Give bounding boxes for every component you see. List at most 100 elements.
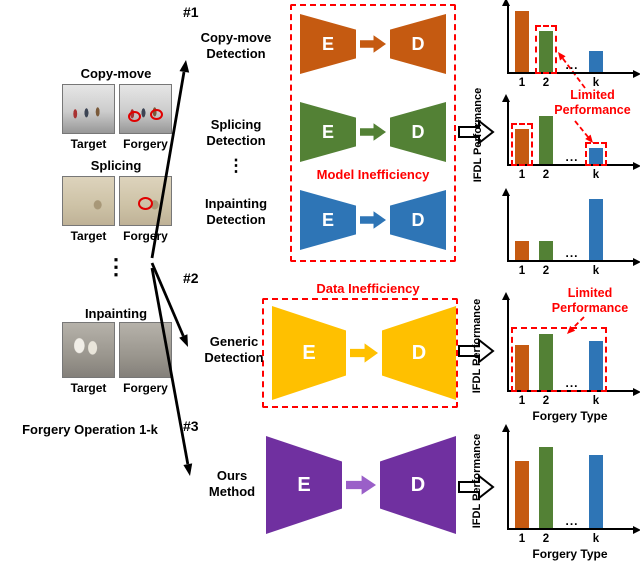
bars-ellipsis: ... — [565, 514, 579, 528]
x-axis-arrow-icon — [633, 388, 640, 396]
performance-chart-inpainting: ... — [502, 188, 640, 266]
x-axis-arrow-icon — [633, 70, 640, 78]
chart-2-ticks: 1 2 k — [509, 169, 635, 183]
performance-chart-generic: ... — [502, 292, 640, 396]
tick-2: 2 — [542, 395, 550, 407]
x-axis-arrow-icon — [633, 526, 640, 534]
tick-1: 1 — [518, 265, 526, 277]
tick-k: k — [592, 77, 600, 89]
bar-forgery-type-k — [589, 199, 603, 260]
inpainting-group-title: Inpainting — [84, 306, 148, 321]
decoder-letter: D — [411, 209, 425, 230]
output-arrow-1 — [458, 119, 495, 145]
inpainting-target-image — [62, 322, 115, 378]
forgery-type-axis-label: Forgery Type — [532, 547, 608, 561]
ifdl-performance-axis-label: IFDL Performance — [472, 87, 484, 183]
tick-k: k — [592, 169, 600, 181]
limited-performance-label-1: Limited Performance — [554, 88, 631, 117]
tick-1: 1 — [518, 169, 526, 181]
model-inefficiency-box — [290, 4, 456, 262]
tick-1: 1 — [518, 395, 526, 407]
ours-method-label: Ours Method — [208, 468, 256, 500]
tick-2: 2 — [542, 533, 550, 545]
approach-1-tag: #1 — [183, 4, 199, 20]
splicing-target-image — [62, 176, 115, 226]
bar-forgery-type-k — [589, 455, 603, 528]
limited-performance-label-2: Limited Performance — [551, 286, 629, 315]
data-inefficiency-label: Data Inefficiency — [316, 281, 420, 296]
tick-2: 2 — [542, 265, 550, 277]
decoder-letter: D — [410, 473, 426, 496]
bar-forgery-type-k — [589, 340, 603, 390]
performance-chart-splicing: ... — [502, 94, 640, 170]
target-label: Target — [70, 137, 107, 151]
forgery-label: Forgery — [123, 137, 168, 151]
splicing-detection-label: Splicing Detection — [206, 117, 266, 149]
tick-k: k — [592, 395, 600, 407]
chart-4-ticks: 1 2 k — [509, 395, 635, 409]
output-arrow-3 — [458, 474, 495, 500]
encoder-letter: E — [321, 121, 334, 142]
bar-forgery-type-k — [589, 50, 603, 72]
encoder-letter: E — [321, 33, 334, 54]
splicing-group-title: Splicing — [90, 158, 142, 173]
bars-ellipsis: ... — [565, 376, 579, 390]
decoder-letter: D — [411, 33, 425, 54]
approach-3-tag: #3 — [183, 418, 199, 434]
inpainting-detection-label: Inpainting Detection — [204, 196, 268, 228]
encoder-letter: E — [302, 341, 316, 364]
y-axis-arrow-icon — [502, 0, 510, 6]
bar-forgery-type-k — [589, 147, 603, 164]
limited-performance-highlight — [585, 142, 607, 166]
bars-ellipsis: ... — [565, 246, 579, 260]
tick-k: k — [592, 533, 600, 545]
bar-forgery-type-1 — [515, 11, 529, 72]
encoder-letter: E — [321, 209, 334, 230]
limited-performance-highlight — [511, 123, 533, 166]
limited-performance-highlight — [535, 25, 557, 74]
branch-arrow-to-2 — [150, 262, 188, 347]
data-inefficiency-box — [262, 298, 458, 408]
bar-forgery-type-2 — [539, 447, 553, 528]
branch-arrow-to-3 — [150, 267, 193, 476]
limited-performance-arrow-down — [574, 120, 593, 143]
forgery-annotation-circle — [150, 109, 163, 120]
bars-ellipsis: ... — [565, 150, 579, 164]
bars-ellipsis: ... — [565, 58, 579, 72]
approach-2-tag: #2 — [183, 270, 199, 286]
limited-performance-highlight — [511, 327, 607, 392]
forgery-label: Forgery — [123, 381, 168, 395]
chart-1-ticks: 1 2 k — [509, 77, 635, 91]
bar-forgery-type-1 — [515, 345, 529, 390]
forgery-type-axis-label: Forgery Type — [532, 409, 608, 423]
copy-move-forgery-image — [119, 84, 172, 134]
tick-2: 2 — [542, 169, 550, 181]
encoder-letter: E — [297, 473, 311, 496]
y-axis-arrow-icon — [502, 292, 510, 300]
forgery-annotation-circle — [128, 111, 141, 122]
examples-ellipsis: ⋮ — [105, 254, 127, 279]
model-inefficiency-label: Model Inefficiency — [316, 167, 430, 182]
tick-2: 2 — [542, 77, 550, 89]
decoder-letter: D — [411, 341, 427, 364]
copy-move-detection-label: Copy-move Detection — [200, 30, 272, 62]
detectors-ellipsis: ⋮ — [227, 156, 245, 175]
bar-forgery-type-2 — [539, 31, 553, 72]
tick-k: k — [592, 265, 600, 277]
tick-1: 1 — [518, 77, 526, 89]
forgery-operation-caption: Forgery Operation 1-k — [22, 422, 158, 437]
y-axis-arrow-icon — [502, 188, 510, 196]
bar-forgery-type-2 — [539, 334, 553, 390]
forgery-annotation-circle — [138, 197, 153, 210]
decoder-letter: D — [411, 121, 425, 142]
bar-forgery-type-1 — [515, 129, 529, 164]
branch-arrow-to-1 — [150, 60, 190, 259]
y-axis-arrow-icon — [502, 94, 510, 102]
target-label: Target — [70, 229, 107, 243]
tick-1: 1 — [518, 533, 526, 545]
x-axis-arrow-icon — [633, 162, 640, 170]
copy-move-group-title: Copy-move — [80, 66, 152, 81]
bar-forgery-type-1 — [515, 460, 529, 528]
performance-chart-copymove: ... — [502, 0, 640, 78]
